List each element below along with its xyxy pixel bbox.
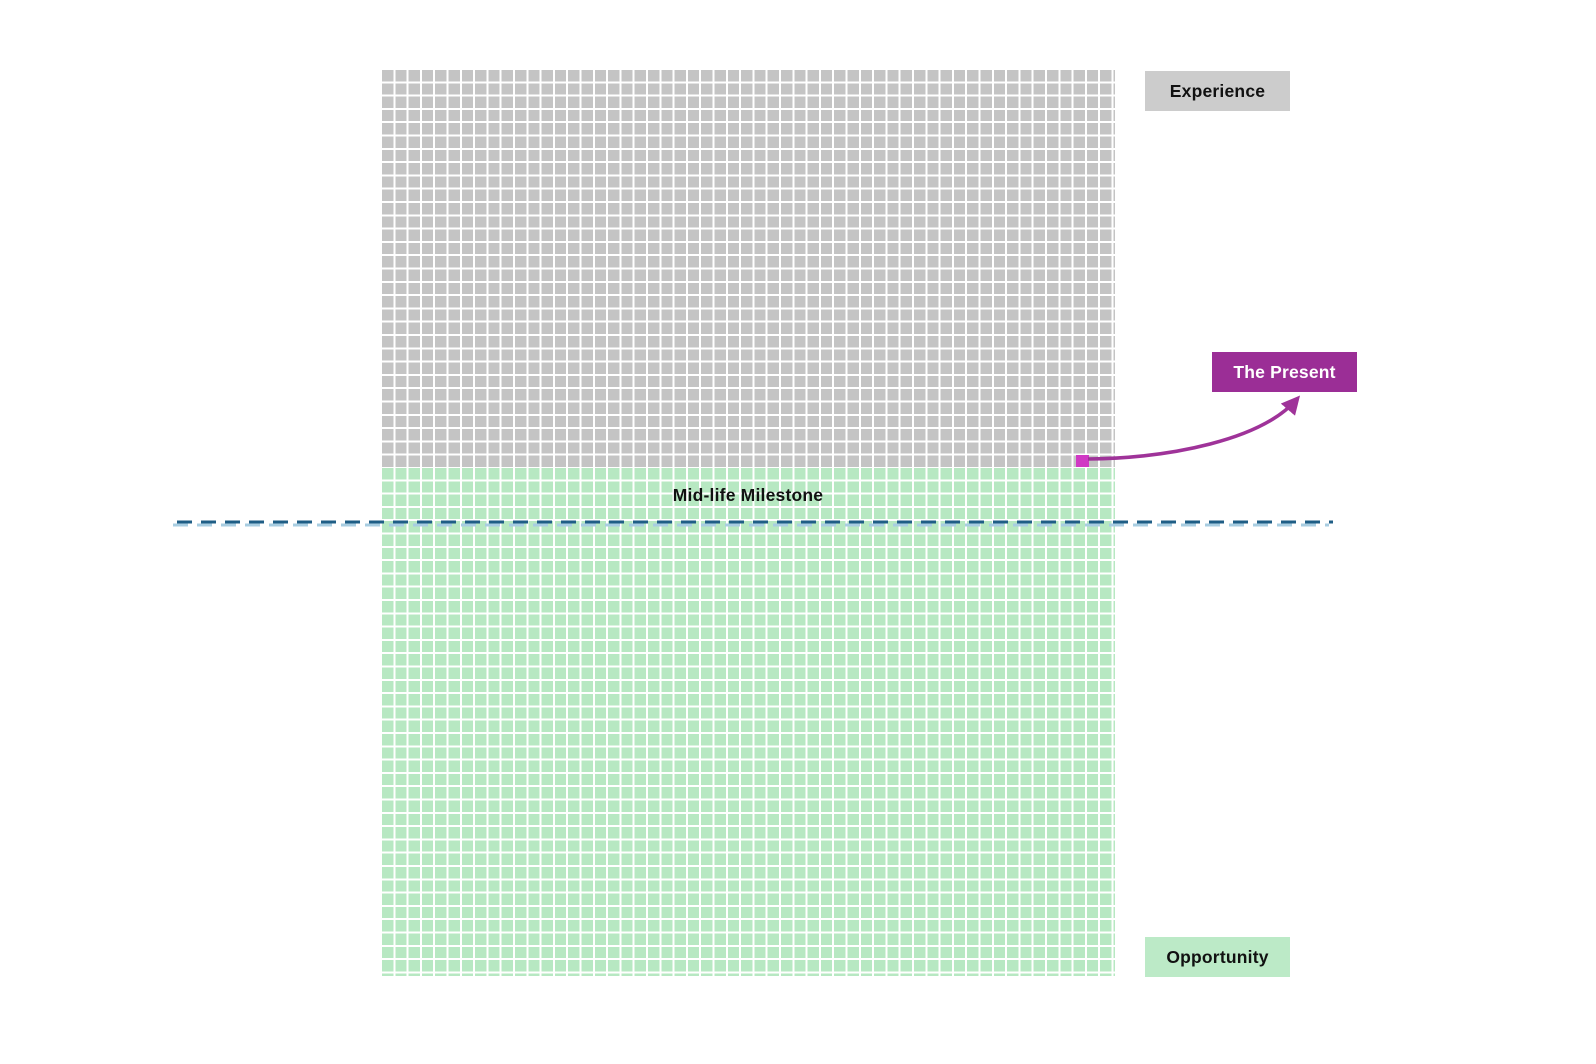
life-grid-future [382,468,1115,976]
present-highlight-cell [1076,455,1089,467]
experience-badge: Experience [1145,71,1290,111]
present-arrow [1087,395,1301,461]
opportunity-badge-label: Opportunity [1166,946,1269,967]
experience-badge-label: Experience [1169,80,1266,101]
milestone-label: Mid-life Milestone [672,485,824,505]
opportunity-badge: Opportunity [1145,937,1290,977]
present-badge: The Present [1212,352,1357,392]
life-grid-past [382,70,1115,468]
present-badge-label: The Present [1233,361,1336,382]
